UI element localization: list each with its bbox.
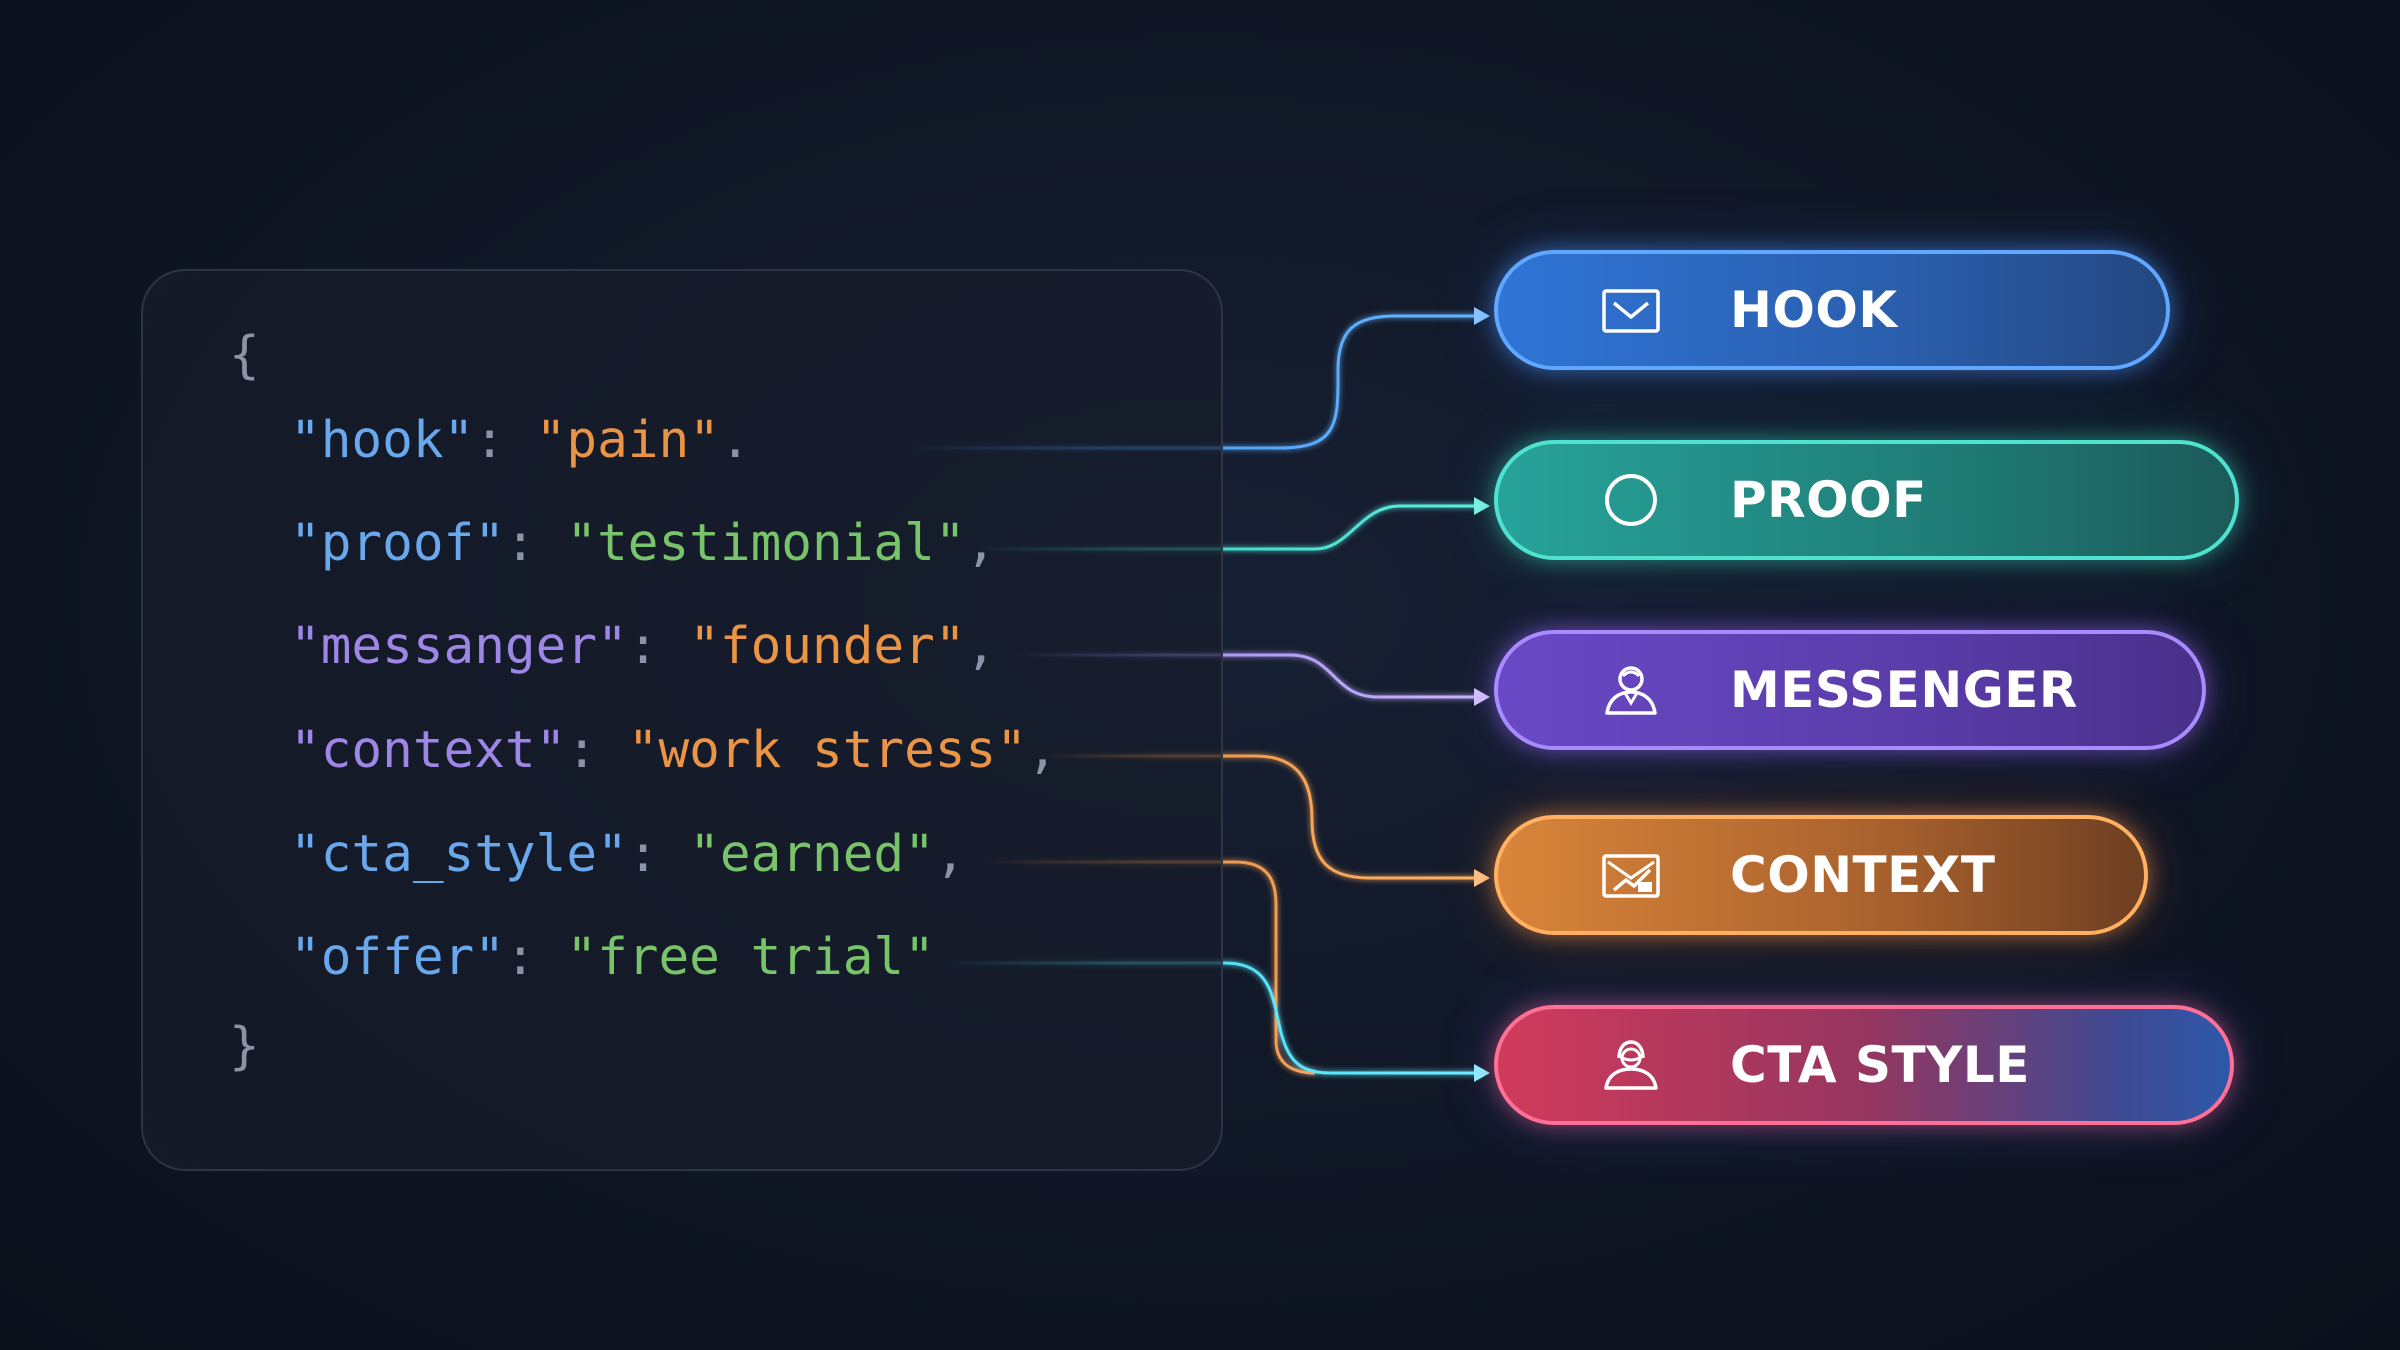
json-colon: : — [504, 514, 567, 573]
code-line-cta-style: "cta_style": "earned", — [290, 829, 966, 880]
pill-label: CONTEXT — [1730, 846, 1996, 904]
json-colon: : — [504, 928, 567, 987]
context-pill[interactable]: CONTEXT — [1494, 815, 2148, 935]
arrowhead-cta-style — [1474, 1064, 1490, 1082]
json-key: "offer" — [290, 928, 505, 987]
code-line-hook: "hook": "pain". — [290, 415, 751, 466]
code-line-context: "context": "work stress", — [290, 725, 1058, 776]
code-line-proof: "proof": "testimonial", — [290, 518, 996, 569]
json-key: "messanger" — [290, 617, 628, 676]
hook-pill[interactable]: HOOK — [1494, 250, 2170, 370]
arrowhead-hook — [1474, 307, 1490, 325]
close-brace: } — [229, 1017, 260, 1076]
arrowhead-messenger — [1474, 688, 1490, 706]
json-key: "proof" — [290, 514, 505, 573]
json-value: "pain" — [535, 411, 720, 470]
json-trail: , — [965, 514, 997, 573]
json-value: "earned" — [689, 825, 935, 884]
json-colon: : — [474, 411, 536, 470]
pill-label: PROOF — [1730, 471, 1927, 529]
proof-pill[interactable]: PROOF — [1494, 440, 2239, 560]
json-trail: , — [934, 825, 966, 884]
person-icon — [1605, 666, 1657, 715]
json-trail: . — [719, 411, 751, 470]
json-colon: : — [627, 825, 690, 884]
code-panel: { "hook": "pain". "proof": "testimonial"… — [141, 269, 1223, 1171]
json-key: "cta_style" — [290, 825, 628, 884]
arrowhead-context — [1474, 869, 1490, 887]
json-trail: , — [1026, 721, 1058, 780]
arrowhead-proof — [1474, 497, 1490, 515]
pill-label: CTA STYLE — [1730, 1036, 2030, 1094]
chart-envelope-icon — [1602, 854, 1660, 898]
circle-icon — [1605, 474, 1657, 526]
json-value: "founder" — [689, 617, 966, 676]
json-trail: , — [965, 617, 997, 676]
json-key: "hook" — [290, 411, 475, 470]
json-value: "work stress" — [627, 721, 1027, 780]
json-colon: : — [566, 721, 628, 780]
json-value: "free trial" — [566, 928, 935, 987]
person-hood-icon — [1604, 1040, 1658, 1090]
pill-label: MESSENGER — [1730, 661, 2078, 719]
json-value: "testimonial" — [566, 514, 966, 573]
open-brace: { — [229, 326, 260, 385]
code-line-offer: "offer": "free trial" — [290, 932, 935, 983]
json-colon: : — [627, 617, 690, 676]
json-key: "context" — [290, 721, 567, 780]
code-line-messanger: "messanger": "founder", — [290, 621, 996, 672]
arrowheads — [1474, 307, 1490, 1082]
envelope-icon — [1602, 289, 1660, 333]
cta-style-pill[interactable]: CTA STYLE — [1494, 1005, 2234, 1125]
messenger-pill[interactable]: MESSENGER — [1494, 630, 2206, 750]
pill-label: HOOK — [1730, 281, 1898, 339]
